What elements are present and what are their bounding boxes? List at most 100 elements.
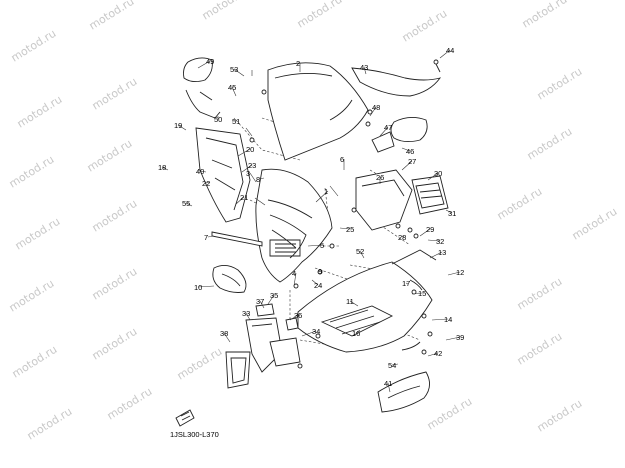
callout-number: 2 [296,59,300,68]
callout-number: 27 [408,157,416,166]
callout-leader [359,250,365,259]
callout-number: 30 [434,169,442,178]
watermark-text: motod.ru [90,75,140,113]
callout-leader [445,336,461,341]
callout-number: 5 [320,241,324,250]
callout-number: 32 [436,237,444,246]
callout-number: 40 [196,167,204,176]
watermark-text: motod.ru [295,0,345,31]
watermark-text: motod.ru [7,277,57,315]
headlight-grille [269,239,301,257]
callout-leader [185,202,193,207]
watermark-text: motod.ru [15,93,65,131]
callout-leader [199,170,207,173]
callout-leader [427,172,439,181]
callout-leader [429,251,443,259]
under-cowl [377,371,430,413]
watermark-text: motod.ru [90,325,140,363]
callout-number: 37 [256,297,264,306]
callout-number: 25 [346,225,354,234]
watermark-text: motod.ru [535,397,585,435]
callout-number: 10 [194,283,202,292]
callout-leader [419,228,431,237]
callout-number: 18 [158,163,166,172]
callout-leader [355,329,361,334]
callout-number: 19 [174,121,182,130]
callout-number: 39 [456,333,464,342]
callout-number: 33 [242,309,250,318]
callout-leader [387,382,391,393]
callout-leader [205,181,211,184]
watermark-text: motod.ru [13,215,63,253]
callout-leader [427,239,441,242]
callout-leader [315,190,329,203]
callout-number: 35 [270,291,278,300]
callout-number: 45 [228,83,236,92]
callout-number: 1 [324,187,328,196]
callout-leader [411,292,423,295]
callout-leader [259,177,265,180]
callout-leader [293,272,297,287]
callout-number: 41 [384,379,392,388]
callout-number: 15 [418,289,426,298]
watermark-text: motod.ru [7,153,57,191]
watermark-text: motod.ru [515,330,565,368]
mirror-right [371,117,428,153]
watermark-text: motod.ru [570,205,620,243]
callout-leader [363,66,367,75]
callout-number: 23 [248,161,256,170]
callout-number: 8 [256,175,260,184]
callout-leader [259,300,265,309]
callout-number: 52 [356,247,364,256]
callout-leader [349,300,359,307]
callout-layer: 1234567891011121314151617181920212223242… [158,46,464,393]
callout-leader [177,124,187,131]
callout-number: 36 [294,311,302,320]
watermark-text: motod.ru [535,65,585,103]
callout-leader [245,312,251,321]
watermark-text: motod.ru [90,265,140,303]
callout-number: 17 [402,279,410,288]
callout-leader [197,60,211,69]
callout-leader [237,148,251,157]
callout-leader [231,86,237,97]
callout-number: 11 [346,297,354,306]
upper-cowling [255,168,333,283]
callout-number: 31 [448,209,456,218]
side-cowling-left [195,127,251,223]
callout-leader [197,285,215,288]
callout-leader [289,314,299,321]
upper-trim [351,59,442,97]
callout-number: 50 [214,115,222,124]
callout-leader [207,235,215,238]
callout-number: 51 [232,117,240,126]
watermark-text: motod.ru [515,275,565,313]
callout-number: 28 [398,233,406,242]
callout-leader [401,147,411,152]
callout-leader [405,282,409,285]
reference-icon [175,409,195,427]
callout-leader [447,271,461,276]
callout-number: 54 [388,361,396,370]
callout-leader [161,166,169,171]
windshield [267,62,369,161]
inner-panel [225,317,301,389]
callout-leader [267,294,275,305]
callout-number: 26 [376,173,384,182]
mirror-left [183,57,221,119]
fastener-leads [245,70,339,206]
watermark-text: motod.ru [175,345,225,383]
callout-number: 3 [246,169,250,178]
callout-leader [445,209,453,214]
callout-leader [401,235,405,238]
callout-number: 53 [230,65,238,74]
callout-leader [339,227,351,230]
callout-number: 47 [384,123,392,132]
callout-number: 49 [206,57,214,66]
callout-number: 43 [360,63,368,72]
callout-leader [431,318,449,321]
callout-leader [379,126,389,137]
watermark-text: motod.ru [25,405,75,443]
callout-leader [235,196,245,205]
